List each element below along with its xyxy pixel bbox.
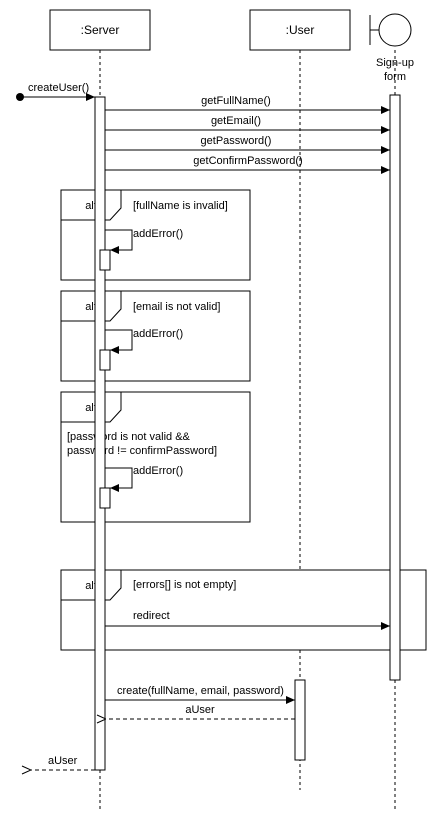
form-boundary-participant: Sign-up form bbox=[369, 13, 414, 83]
server-participant: :Server bbox=[49, 9, 151, 51]
add-error-label: addError() bbox=[133, 228, 183, 240]
guard-fullname: [fullName is invalid] bbox=[133, 200, 228, 212]
alt-fragment-errors: alt [errors[] is not empty] bbox=[60, 569, 427, 651]
create-label: create(fullName, email, password) bbox=[117, 685, 284, 697]
create-user-message: createUser() bbox=[16, 82, 95, 101]
guard-email: [email is not valid] bbox=[133, 301, 220, 313]
alt-operator: alt bbox=[85, 301, 97, 313]
form-label-line1: Sign-up bbox=[376, 57, 414, 69]
add-error-self-message-1: addError() bbox=[99, 228, 183, 271]
return-a-user-out-message: aUser bbox=[31, 755, 95, 770]
return-a-user-message: aUser bbox=[106, 704, 295, 719]
alt-fragment-fullname: alt [fullName is invalid] bbox=[60, 189, 251, 281]
redirect-message: redirect bbox=[105, 610, 390, 630]
return-a-user-out-label: aUser bbox=[48, 755, 78, 767]
guard-password-line2: password != confirmPassword] bbox=[67, 445, 217, 457]
get-full-name-label: getFullName() bbox=[201, 95, 271, 107]
redirect-label: redirect bbox=[133, 610, 170, 622]
alt-fragment-password: alt [password is not valid && password !… bbox=[60, 391, 251, 523]
user-activation-bar bbox=[294, 679, 306, 761]
guard-password-line1: [password is not valid && bbox=[67, 431, 191, 443]
get-password-label: getPassword() bbox=[201, 135, 272, 147]
add-error-label: addError() bbox=[133, 328, 183, 340]
guard-errors: [errors[] is not empty] bbox=[133, 579, 236, 591]
server-activation-bar bbox=[94, 96, 106, 771]
alt-fragment-email: alt [email is not valid] bbox=[60, 290, 251, 382]
form-activation-bar bbox=[389, 94, 401, 681]
alt-operator: alt bbox=[85, 580, 97, 592]
alt-operator: alt bbox=[85, 200, 97, 212]
add-error-self-message-3: addError() bbox=[99, 465, 183, 509]
user-participant: :User bbox=[249, 9, 351, 51]
user-label: :User bbox=[286, 23, 315, 37]
get-confirm-password-message: getConfirmPassword() bbox=[105, 155, 390, 174]
alt-operator: alt bbox=[85, 402, 97, 414]
get-email-label: getEmail() bbox=[211, 115, 261, 127]
return-a-user-label: aUser bbox=[185, 704, 215, 716]
add-error-label: addError() bbox=[133, 465, 183, 477]
create-message: create(fullName, email, password) bbox=[105, 685, 295, 704]
get-full-name-message: getFullName() bbox=[105, 95, 390, 114]
get-password-message: getPassword() bbox=[105, 135, 390, 154]
add-error-self-message-2: addError() bbox=[99, 328, 183, 371]
form-label-line2: form bbox=[384, 71, 406, 83]
server-label: :Server bbox=[81, 23, 120, 37]
get-email-message: getEmail() bbox=[105, 115, 390, 134]
get-confirm-password-label: getConfirmPassword() bbox=[193, 155, 302, 167]
create-user-label: createUser() bbox=[28, 82, 89, 94]
